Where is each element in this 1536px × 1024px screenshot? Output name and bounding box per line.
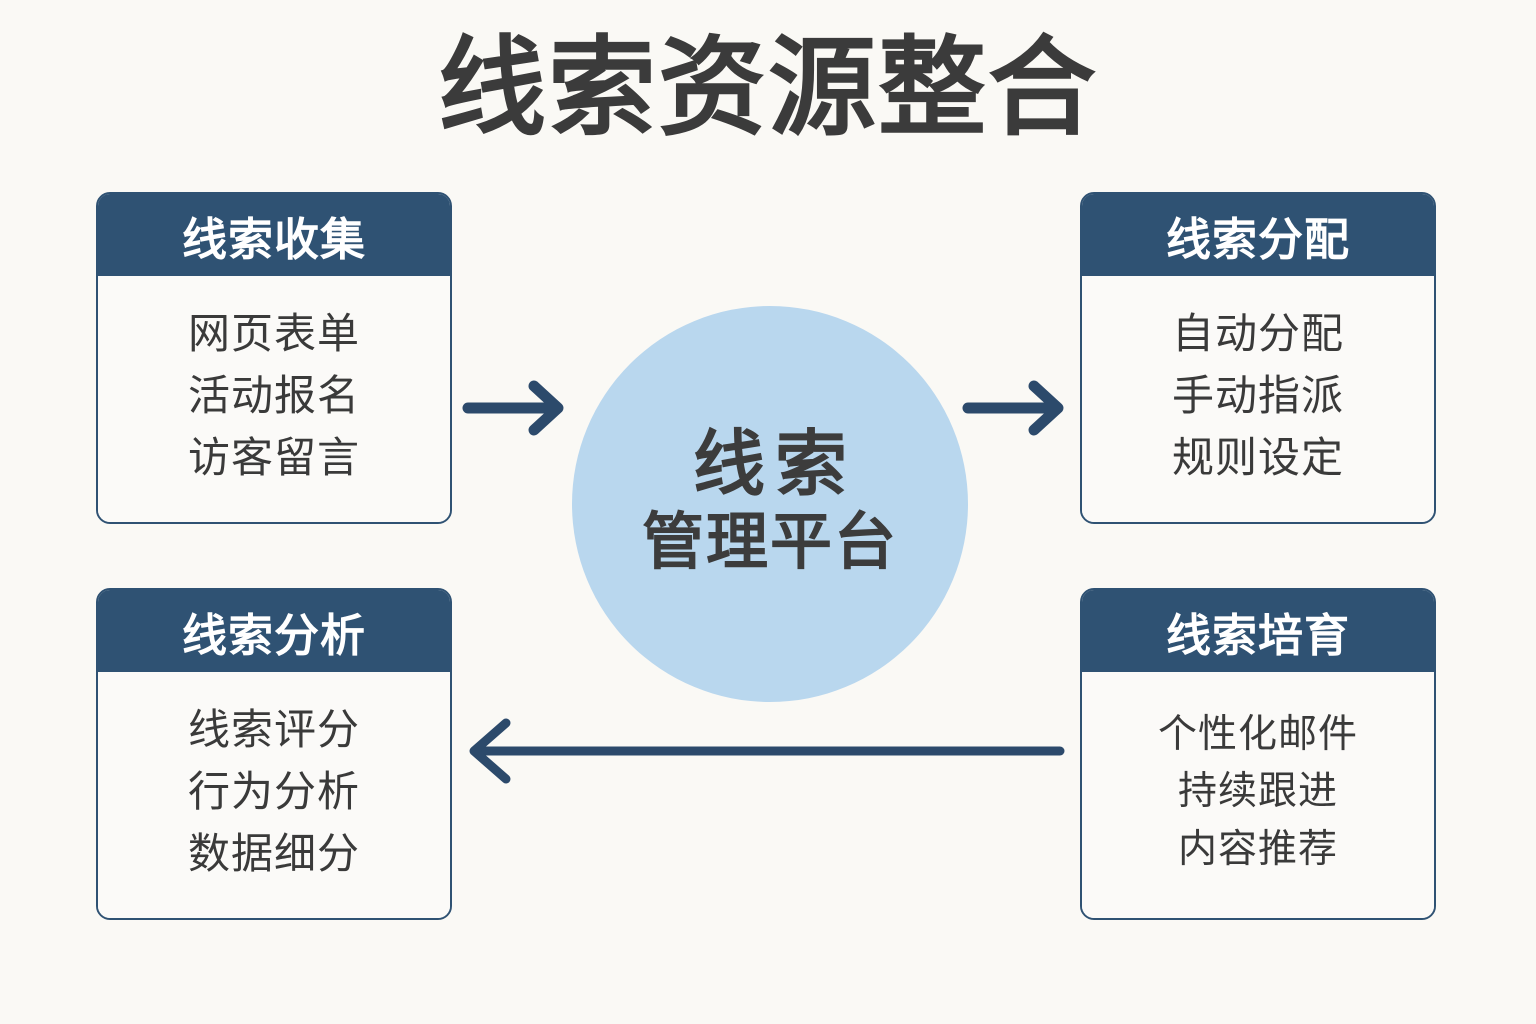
list-item: 网页表单: [187, 310, 360, 358]
list-item: 访客留言: [187, 433, 360, 481]
hub-title-line2: 管理平台: [641, 508, 898, 578]
list-item: 数据细分: [187, 829, 360, 877]
list-item: 规则设定: [1171, 433, 1344, 481]
list-item: 个性化邮件: [1157, 713, 1358, 756]
card-lead-analysis-header: 线索分析: [98, 590, 450, 672]
card-lead-analysis[interactable]: 线索分析 线索评分 行为分析 数据细分: [96, 588, 452, 920]
card-lead-assignment[interactable]: 线索分配 自动分配 手动指派 规则设定: [1080, 192, 1436, 524]
hub-title-line1: 线索: [692, 425, 857, 506]
list-item: 手动指派: [1171, 372, 1344, 420]
card-lead-nurturing[interactable]: 线索培育 个性化邮件 持续跟进 内容推荐: [1080, 588, 1436, 920]
card-lead-collection-header: 线索收集: [98, 194, 450, 276]
hub-lead-management-platform[interactable]: 线索 管理平台: [572, 306, 968, 702]
list-item: 持续跟进: [1177, 770, 1338, 814]
card-lead-assignment-body: 自动分配 手动指派 规则设定: [1082, 276, 1434, 522]
card-lead-nurturing-header: 线索培育: [1082, 590, 1434, 672]
card-lead-collection-body: 网页表单 活动报名 访客留言: [98, 276, 450, 522]
list-item: 行为分析: [187, 768, 360, 816]
arrow-right-icon-hub-to-assign: [962, 380, 1064, 436]
card-lead-analysis-body: 线索评分 行为分析 数据细分: [98, 672, 450, 918]
list-item: 线索评分: [187, 706, 360, 754]
list-item: 内容推荐: [1177, 827, 1338, 871]
arrow-left-icon-nurture-to-analyze: [469, 718, 1065, 784]
card-lead-assignment-header: 线索分配: [1082, 194, 1434, 276]
arrow-right-icon-collect-to-hub: [462, 380, 564, 436]
page-title: 线索资源整合: [437, 27, 1098, 148]
list-item: 活动报名: [187, 372, 360, 420]
list-item: 自动分配: [1171, 310, 1344, 358]
card-lead-collection[interactable]: 线索收集 网页表单 活动报名 访客留言: [96, 192, 452, 524]
card-lead-nurturing-body: 个性化邮件 持续跟进 内容推荐: [1082, 672, 1434, 918]
